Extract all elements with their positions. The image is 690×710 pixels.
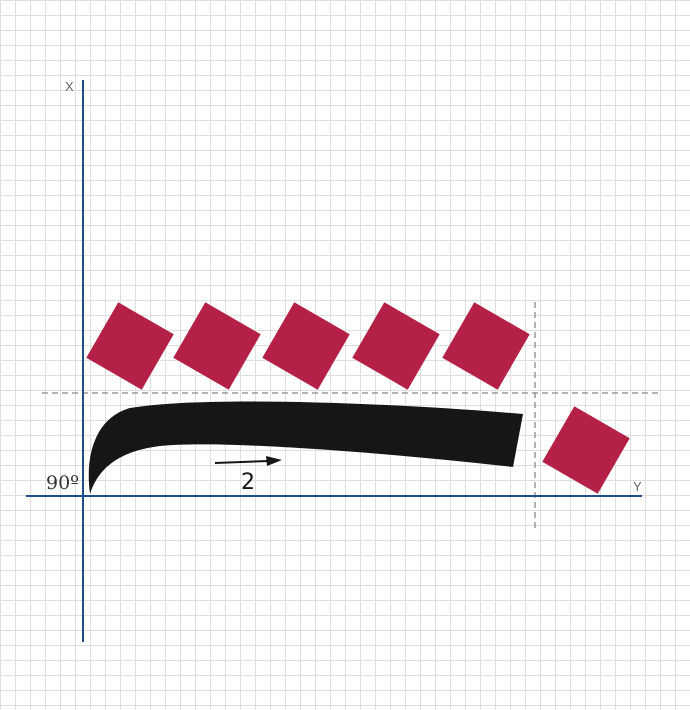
tile-6 (542, 406, 630, 494)
upper-tile-row (86, 302, 530, 390)
tile-5 (442, 302, 530, 390)
curved-blade-shape (88, 401, 523, 494)
angle-label: 90º (46, 472, 79, 494)
tile-3 (262, 302, 350, 390)
x-axis-label: X (65, 79, 74, 94)
direction-arrow-shaft (214, 460, 269, 464)
tile-1 (86, 302, 174, 390)
tile-2 (173, 302, 261, 390)
direction-arrow-head (266, 456, 282, 466)
tile-4 (352, 302, 440, 390)
y-axis-label: Y (633, 479, 642, 494)
step-number-label: 2 (241, 470, 255, 495)
